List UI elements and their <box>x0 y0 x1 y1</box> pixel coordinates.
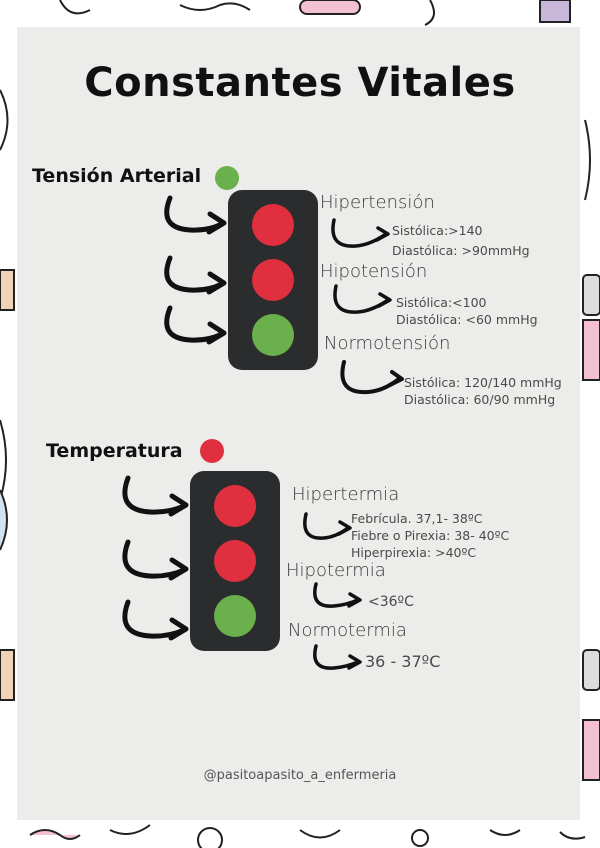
hiperpirexia-text: Hiperpirexia: >40ºC <box>351 545 477 560</box>
arrow-icon <box>164 305 227 345</box>
temperatura-traffic-light <box>190 471 280 651</box>
arrow-icon <box>164 195 227 235</box>
hipertermia-red-light <box>214 485 256 527</box>
hipertension-red-light <box>252 204 294 246</box>
temperatura-heading: Temperatura <box>46 440 183 462</box>
normotermia-label: Normotermia <box>288 620 407 641</box>
arrow-icon <box>313 644 362 670</box>
febricula-text: Febrícula. 37,1- 38ºC <box>351 511 483 526</box>
hipotermia-value: <36ºC <box>368 594 414 610</box>
arrow-icon <box>331 218 390 248</box>
hipotension-values: Sistólica:<100 Diastólica: <60 mmHg <box>396 294 538 328</box>
arrow-icon <box>340 360 404 395</box>
normotension-green-light <box>252 314 294 356</box>
normotermia-value: 36 - 37ºC <box>365 652 441 671</box>
hipertermia-values: Febrícula. 37,1- 38ºC Fiebre o Pirexia: … <box>351 510 509 561</box>
hipertension-sistolica: Sistólica:>140 <box>392 223 483 238</box>
arrow-icon <box>313 582 362 608</box>
temperatura-indicator-dot <box>200 439 224 463</box>
arrow-icon <box>303 512 352 540</box>
normotension-sistolica: Sistólica: 120/140 mmHg <box>404 375 562 390</box>
hipotension-red-light <box>252 259 294 301</box>
hipotermia-red-light <box>214 540 256 582</box>
hipotension-label: Hipotensión <box>320 261 428 282</box>
footer-handle: @pasitoapasito_a_enfermeria <box>203 768 397 783</box>
arrow-icon <box>122 599 189 641</box>
hipotermia-label: Hipotermia <box>286 560 386 581</box>
infographic-card <box>17 27 580 820</box>
tension-traffic-light <box>228 190 318 370</box>
hipertension-values: Sistólica:>140 Diastólica: >90mmHg <box>392 222 530 259</box>
arrow-icon <box>164 255 227 295</box>
normotension-values: Sistólica: 120/140 mmHg Diastólica: 60/9… <box>404 374 562 408</box>
arrow-icon <box>122 539 189 581</box>
arrow-icon <box>333 284 392 314</box>
normotension-label: Normotensión <box>324 333 451 354</box>
tension-heading: Tensión Arterial <box>32 165 202 187</box>
fiebre-text: Fiebre o Pirexia: 38- 40ºC <box>351 528 510 543</box>
hipertension-diastolica: Diastólica: >90mmHg <box>392 243 530 258</box>
page-title: Constantes Vitales <box>84 60 516 106</box>
tension-indicator-dot <box>215 166 239 190</box>
normotension-diastolica: Diastólica: 60/90 mmHg <box>404 392 556 407</box>
hipotension-diastolica: Diastólica: <60 mmHg <box>396 312 538 327</box>
arrow-icon <box>122 475 189 517</box>
normotermia-green-light <box>214 595 256 637</box>
hipertermia-label: Hipertermia <box>292 484 400 505</box>
hipertension-label: Hipertensión <box>320 192 435 213</box>
hipotension-sistolica: Sistólica:<100 <box>396 295 487 310</box>
